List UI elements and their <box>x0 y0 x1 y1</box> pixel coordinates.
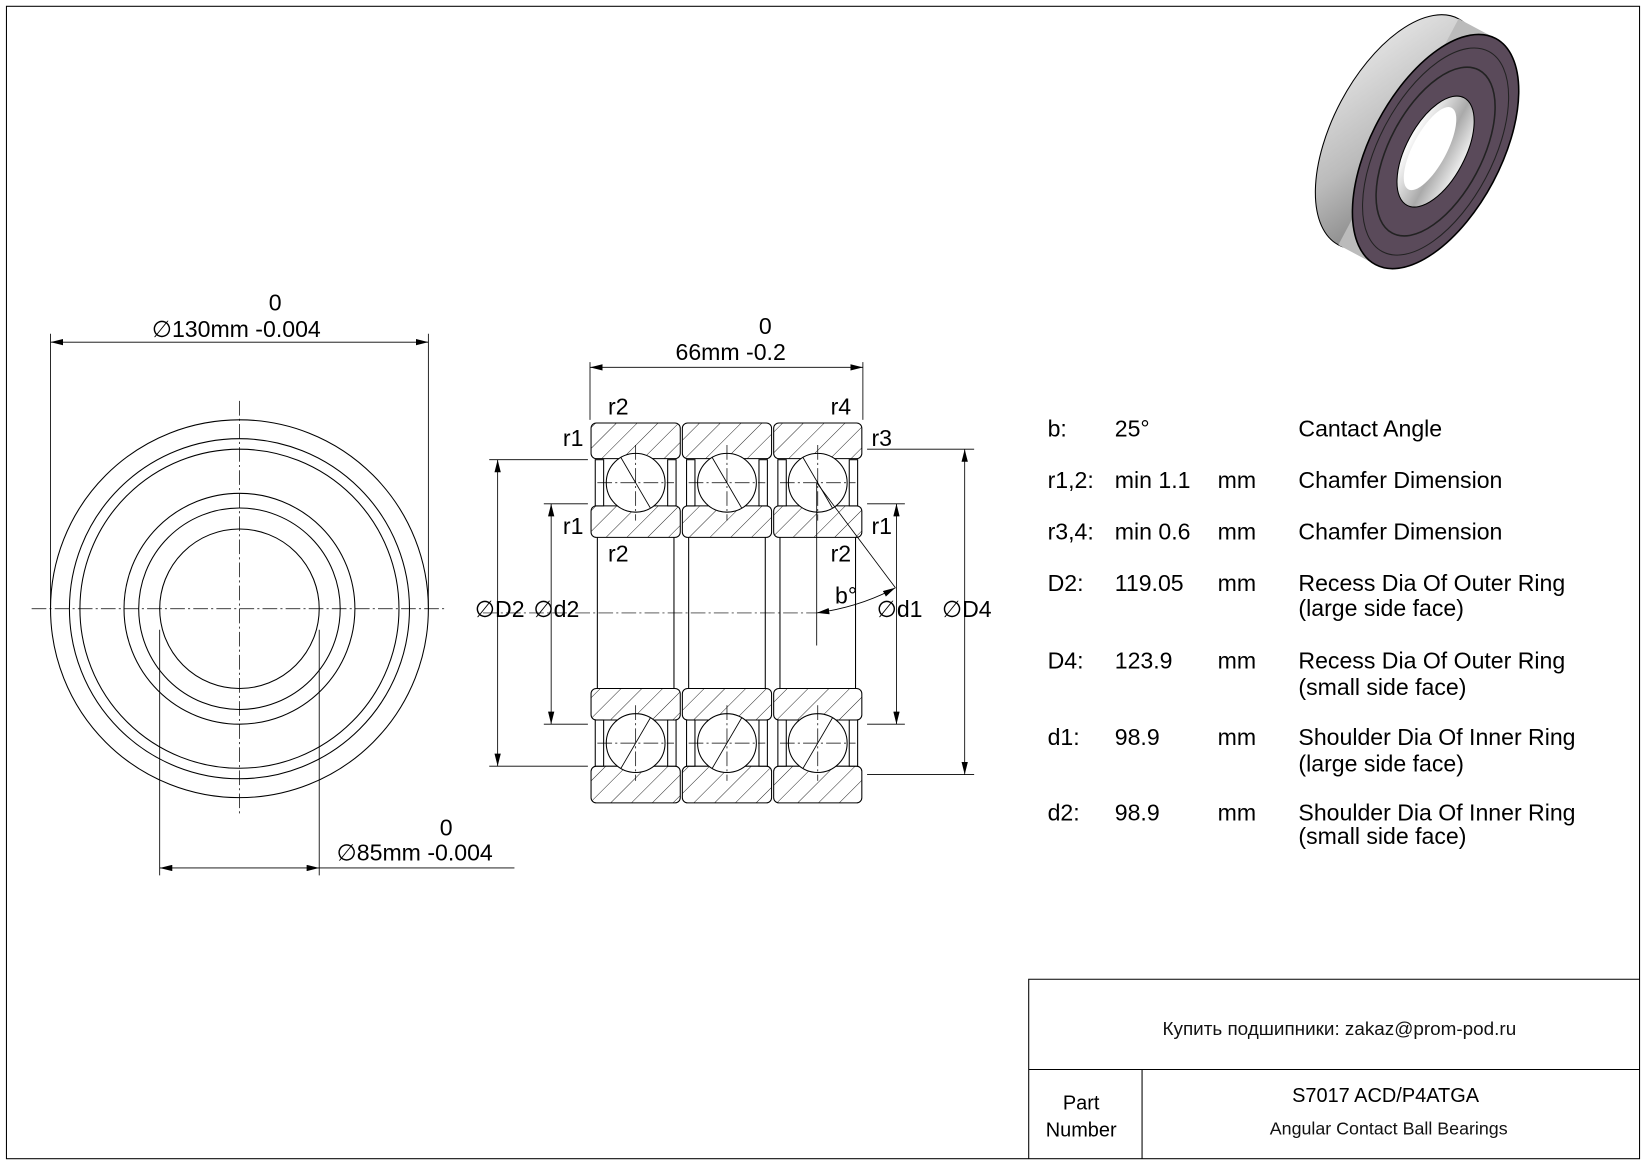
spec-description: Recess Dia Of Outer Ring <box>1298 570 1565 596</box>
label-r1: r1 <box>872 513 893 539</box>
spec-description: Shoulder Dia Of Inner Ring <box>1298 724 1575 750</box>
spec-row: r3,4: min 0.6 mm Chamfer Dimension <box>1048 518 1503 544</box>
spec-row: r1,2: min 1.1 mm Chamfer Dimension <box>1048 467 1503 493</box>
spec-value: 98.9 <box>1115 724 1160 750</box>
spec-unit: mm <box>1218 467 1256 493</box>
spec-unit: mm <box>1218 648 1256 674</box>
spec-row: d2: 98.9 mm Shoulder Dia Of Inner Ring(smal… <box>1048 800 1576 849</box>
label-d1: ∅d1 <box>877 596 923 622</box>
spec-symbol: r3,4: <box>1048 518 1094 544</box>
spec-description: Chamfer Dimension <box>1298 467 1502 493</box>
part-number: S7017 ACD/P4ATGA <box>1292 1085 1480 1107</box>
label-contact-angle: b° <box>835 582 857 608</box>
spec-description-detail: (large side face) <box>1298 750 1463 776</box>
outer-dia-dimension: ∅130mm -0.004 <box>152 316 321 342</box>
label-r2: r2 <box>831 541 852 567</box>
spec-value: 98.9 <box>1115 800 1160 826</box>
spec-value: min 1.1 <box>1115 467 1191 493</box>
spec-row: D2: 119.05 mm Recess Dia Of Outer Ring(larg… <box>1048 570 1566 621</box>
spec-description: Recess Dia Of Outer Ring <box>1298 648 1565 674</box>
spec-row: D4: 123.9 mm Recess Dia Of Outer Ring(small… <box>1048 648 1566 700</box>
part-label: Number <box>1046 1120 1117 1142</box>
label-r1: r1 <box>563 425 584 451</box>
label-d2: ∅d2 <box>534 596 580 622</box>
section-dimensions: 0 66mm -0.2 r2 r4 r1 r3 r1 r2 r1 r2 b° ∅… <box>475 313 992 775</box>
spec-description-detail: (small side face) <box>1298 823 1466 849</box>
spec-symbol: b: <box>1048 416 1067 442</box>
spec-symbol: D2: <box>1048 570 1084 596</box>
part-label: Part <box>1063 1092 1100 1114</box>
spec-value: 123.9 <box>1115 648 1173 674</box>
spec-description: Shoulder Dia Of Inner Ring <box>1298 800 1575 826</box>
spec-value: min 0.6 <box>1115 518 1191 544</box>
label-r2: r2 <box>608 541 629 567</box>
spec-row: d1: 98.9 mm Shoulder Dia Of Inner Ring(larg… <box>1048 724 1576 776</box>
drawing-frame <box>5 5 1641 1160</box>
spec-row: b: 25° Cantact Angle <box>1048 416 1443 442</box>
spec-description: Chamfer Dimension <box>1298 518 1502 544</box>
label-r3: r3 <box>872 425 893 451</box>
spec-description: Cantact Angle <box>1298 416 1442 442</box>
spec-unit: mm <box>1218 570 1256 596</box>
label-r1: r1 <box>563 513 584 539</box>
front-view: 0 ∅130mm -0.004 0 ∅85mm -0.004 <box>31 290 515 876</box>
spec-unit: mm <box>1218 800 1256 826</box>
label-r2: r2 <box>608 394 629 420</box>
spec-value: 119.05 <box>1115 570 1184 596</box>
spec-unit: mm <box>1218 724 1256 750</box>
spec-description-detail: (small side face) <box>1298 674 1466 700</box>
part-type: Angular Contact Ball Bearings <box>1270 1119 1508 1139</box>
width-dimension: 66mm -0.2 <box>675 339 785 365</box>
width-tolerance: 0 <box>759 313 772 339</box>
spec-value: 25° <box>1115 416 1150 442</box>
title-block: Купить подшипники: zakaz@prom-pod.ru Par… <box>1028 978 1640 1159</box>
label-D2: ∅D2 <box>475 596 525 622</box>
spec-symbol: d1: <box>1048 724 1080 750</box>
spec-description-detail: (large side face) <box>1298 595 1463 621</box>
outer-dia-tolerance: 0 <box>269 290 282 316</box>
inner-dia-tolerance: 0 <box>440 814 453 840</box>
inner-dia-dimension: ∅85mm -0.004 <box>337 840 493 866</box>
spec-symbol: D4: <box>1048 648 1084 674</box>
spec-symbol: d2: <box>1048 800 1080 826</box>
spec-symbol: r1,2: <box>1048 467 1094 493</box>
spec-unit: mm <box>1218 518 1256 544</box>
contact-info: Купить подшипники: zakaz@prom-pod.ru <box>1163 1019 1517 1040</box>
label-r4: r4 <box>831 394 852 420</box>
label-D4: ∅D4 <box>942 596 992 622</box>
bearing-3d-image <box>1314 14 1520 270</box>
